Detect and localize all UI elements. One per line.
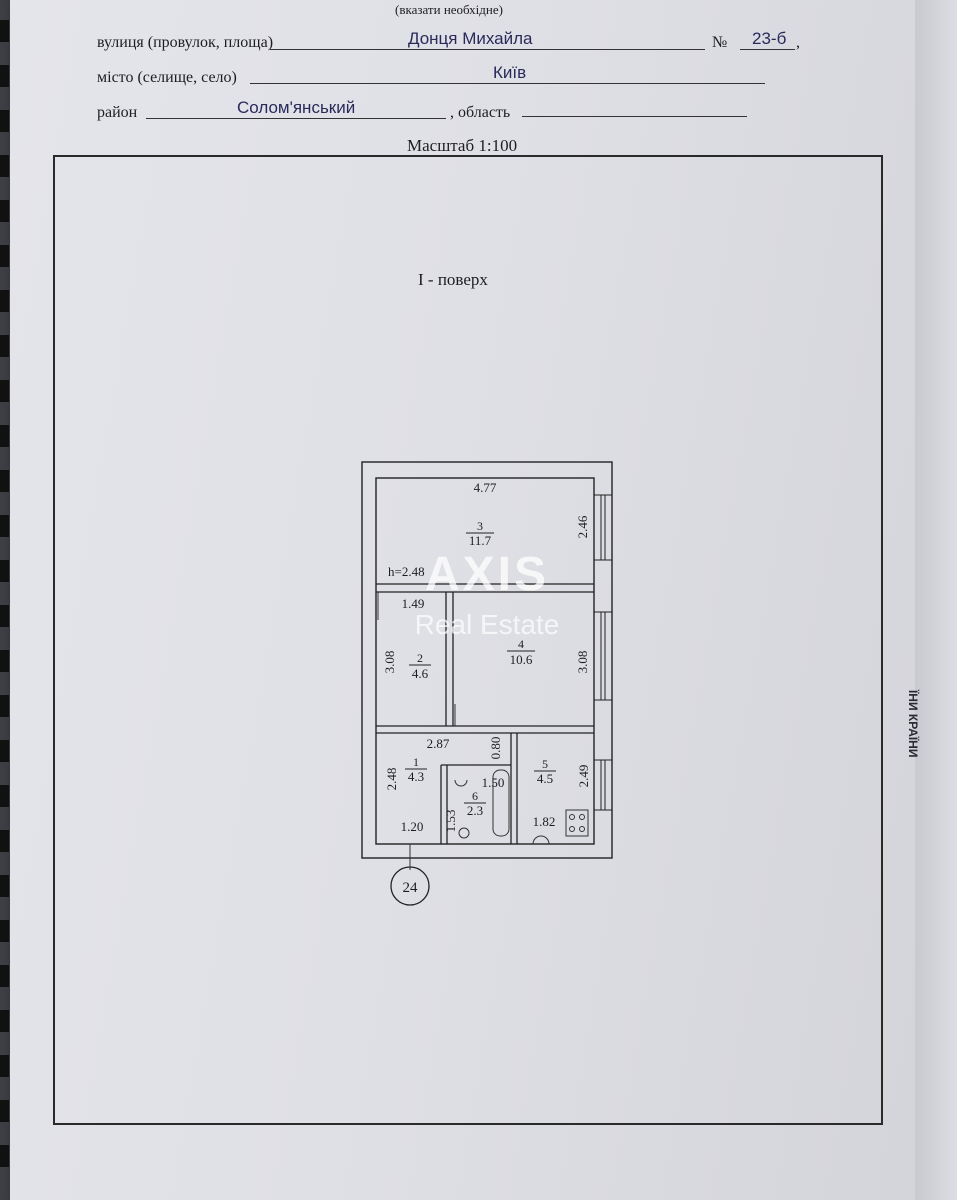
watermark-brand: AXIS bbox=[424, 548, 550, 601]
scale-label: Масштаб 1:100 bbox=[407, 136, 518, 155]
street-label: вулиця (провулок, площа) bbox=[97, 34, 274, 51]
dim-bath-width: 1.50 bbox=[482, 775, 505, 790]
city-value: Київ bbox=[493, 63, 527, 82]
city-underline bbox=[250, 83, 765, 84]
watermark: AXIS Real Estate bbox=[382, 540, 592, 640]
number-label: № bbox=[712, 34, 728, 51]
plan-frame bbox=[53, 155, 883, 1125]
room-2: 2 4.6 bbox=[409, 651, 431, 681]
room-number: 4 bbox=[518, 637, 524, 651]
dim-kitchen-width: 1.82 bbox=[533, 814, 556, 829]
header-note: (вказати необхідне) bbox=[395, 2, 503, 17]
document-page bbox=[10, 0, 945, 1200]
dim-entry-width: 1.20 bbox=[401, 819, 424, 834]
building-number: 24 bbox=[403, 880, 419, 896]
city-label: місто (селище, село) bbox=[97, 69, 237, 86]
region-underline bbox=[522, 116, 747, 117]
underlying-sheet bbox=[915, 0, 957, 1200]
room-area: 10.6 bbox=[510, 652, 533, 667]
dim-room3-side: 2.46 bbox=[575, 515, 590, 538]
room-5: 5 4.5 bbox=[534, 757, 556, 786]
room-area: 4.5 bbox=[537, 771, 553, 786]
room-number: 6 bbox=[472, 789, 478, 803]
interior-walls bbox=[376, 583, 594, 844]
room-area: 4.6 bbox=[412, 666, 429, 681]
floor-title: І - поверх bbox=[418, 270, 488, 289]
district-label: район bbox=[97, 104, 138, 121]
dim-room2-side: 3.08 bbox=[382, 651, 397, 674]
outer-walls bbox=[361, 461, 613, 859]
region-label: , область bbox=[450, 104, 511, 121]
windows bbox=[594, 494, 612, 811]
number-value: 23-б bbox=[752, 29, 787, 48]
room-number: 1 bbox=[413, 755, 419, 769]
dim-top-width: 4.77 bbox=[474, 480, 497, 495]
spiral-binding bbox=[0, 20, 9, 1167]
dim-room5-side: 2.49 bbox=[576, 765, 591, 788]
room-area: 4.3 bbox=[408, 769, 424, 784]
room-area: 11.7 bbox=[469, 533, 492, 548]
room-4: 4 10.6 bbox=[507, 637, 535, 667]
street-value: Донця Михайла bbox=[408, 29, 533, 48]
room-area: 2.3 bbox=[467, 803, 483, 818]
room-1: 1 4.3 bbox=[405, 755, 427, 784]
dim-corridor-gap: 0.80 bbox=[488, 737, 503, 760]
dim-height: h=2.48 bbox=[388, 564, 425, 579]
dim-room4-side: 3.08 bbox=[575, 651, 590, 674]
building-marker bbox=[390, 866, 430, 906]
room-number: 5 bbox=[542, 757, 548, 771]
dim-corridor-width: 2.87 bbox=[427, 736, 450, 751]
room-3: 3 11.7 bbox=[466, 519, 494, 548]
room-number: 3 bbox=[477, 519, 483, 533]
district-value: Солом'янський bbox=[237, 98, 356, 117]
district-underline bbox=[146, 118, 446, 119]
room-6: 6 2.3 bbox=[464, 789, 486, 818]
fixtures bbox=[377, 592, 589, 870]
watermark-sub: Real Estate bbox=[414, 609, 560, 640]
dim-room1-side: 2.48 bbox=[384, 768, 399, 791]
dim-room2-width: 1.49 bbox=[402, 596, 425, 611]
room-number: 2 bbox=[417, 651, 423, 665]
number-underline bbox=[740, 49, 795, 50]
street-underline bbox=[270, 49, 705, 50]
dim-bath-side: 1.53 bbox=[443, 810, 458, 833]
number-comma: , bbox=[796, 34, 800, 51]
